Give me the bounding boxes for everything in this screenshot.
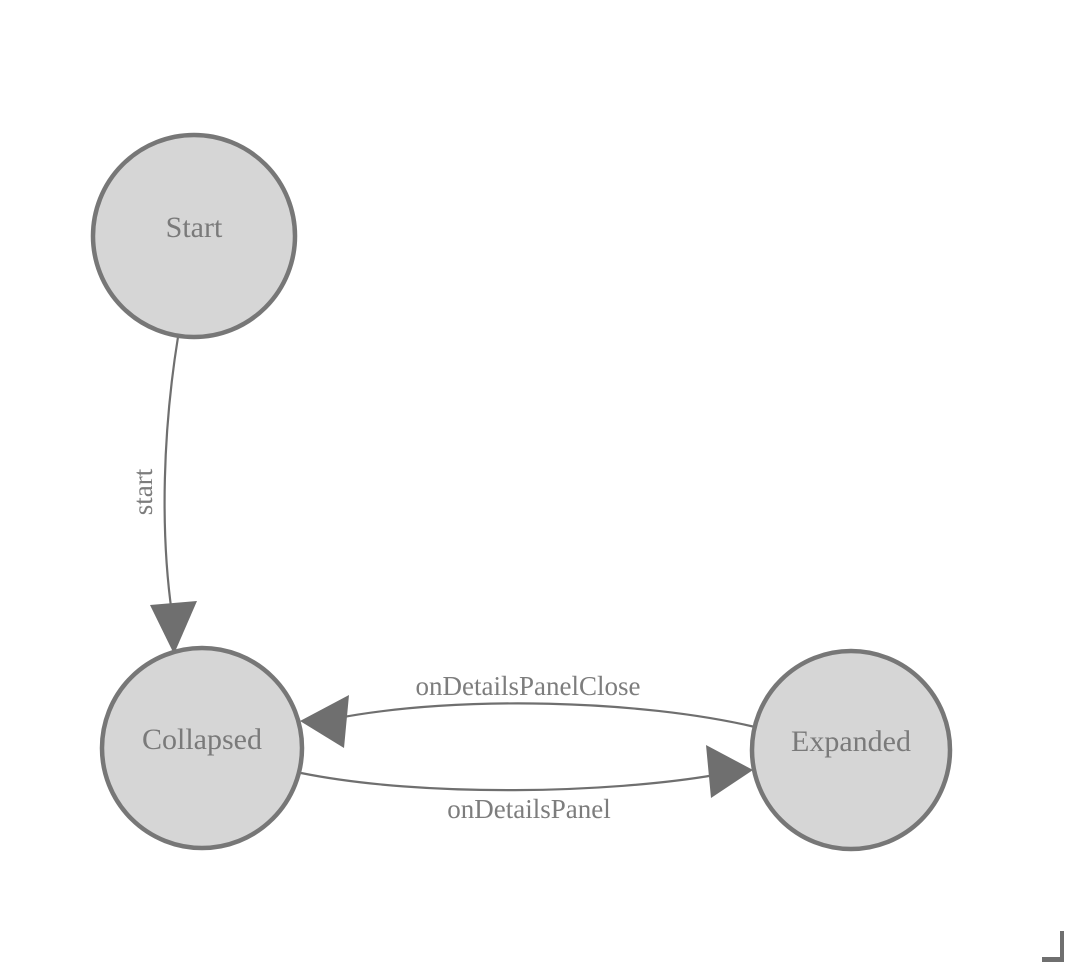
state-node-start[interactable]: Start (90, 132, 298, 340)
corner-mark-vertical (1060, 931, 1064, 962)
edge-path-start-to-collapsed (163, 336, 180, 615)
arrowhead-left-into-collapsed (300, 695, 349, 748)
arrowhead-down-into-collapsed (150, 601, 197, 654)
edge-path-expanded-to-collapsed (337, 702, 756, 729)
edge-expanded-to-collapsed[interactable] (300, 695, 756, 748)
arrowhead-right-into-expanded (706, 745, 753, 798)
state-node-start-circle (90, 132, 298, 340)
state-node-expanded[interactable]: Expanded (749, 648, 953, 852)
state-node-expanded-circle (749, 648, 953, 852)
state-node-collapsed[interactable]: Collapsed (99, 645, 305, 851)
state-node-expanded-label: Expanded (791, 725, 911, 758)
edge-path-collapsed-to-expanded (300, 771, 716, 792)
state-node-collapsed-label: Collapsed (142, 723, 262, 756)
corner-resize-mark[interactable] (1042, 931, 1064, 962)
edge-label-start: start (128, 468, 158, 515)
state-node-start-label: Start (166, 211, 223, 244)
state-node-collapsed-circle (99, 645, 305, 851)
edge-collapsed-to-expanded[interactable] (300, 745, 753, 798)
edge-label-on-details-panel-close: onDetailsPanelClose (416, 671, 641, 701)
edge-label-on-details-panel: onDetailsPanel (447, 794, 610, 824)
corner-mark-horizontal (1042, 957, 1064, 962)
edge-start-to-collapsed[interactable] (150, 336, 197, 654)
